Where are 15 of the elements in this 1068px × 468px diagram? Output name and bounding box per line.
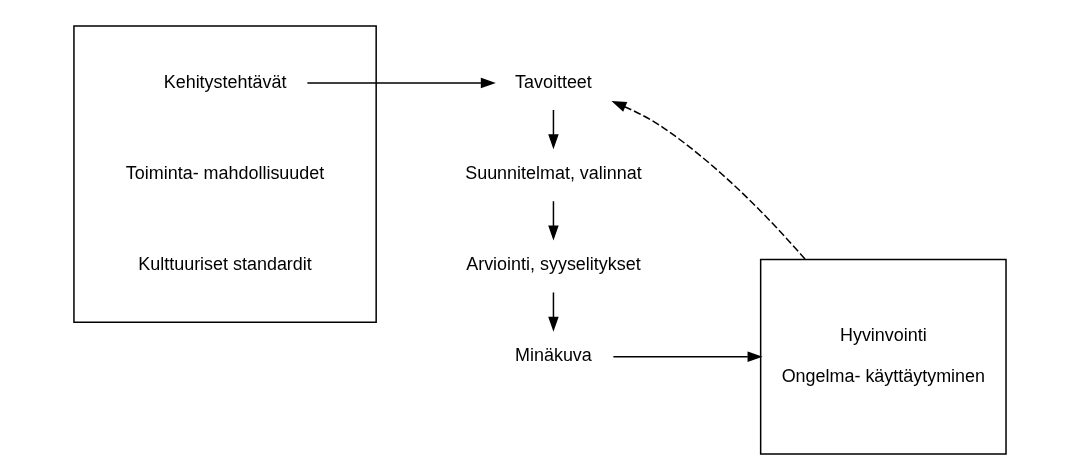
arrow: [306, 77, 496, 89]
node-text: Minäkuva: [515, 345, 592, 366]
node-text: Suunnitelmat, valinnat: [465, 162, 642, 183]
arrow: [548, 200, 559, 241]
node-text: Toiminta- mahdollisuudet: [125, 162, 325, 183]
arrow: [548, 291, 559, 332]
node-text: Kulttuuriset standardit: [138, 254, 312, 275]
arrow: [611, 101, 806, 260]
arrow: [548, 109, 559, 150]
node-text: Arviointi, syyselitykset: [466, 254, 641, 275]
node-text: Kehitystehtävät: [163, 71, 287, 92]
arrow: [612, 351, 763, 362]
node-box: Hyvinvointi Ongelma- käyttäytyminen: [759, 258, 1007, 455]
cluster: [73, 25, 377, 323]
node-text: Tavoitteet: [515, 71, 592, 92]
